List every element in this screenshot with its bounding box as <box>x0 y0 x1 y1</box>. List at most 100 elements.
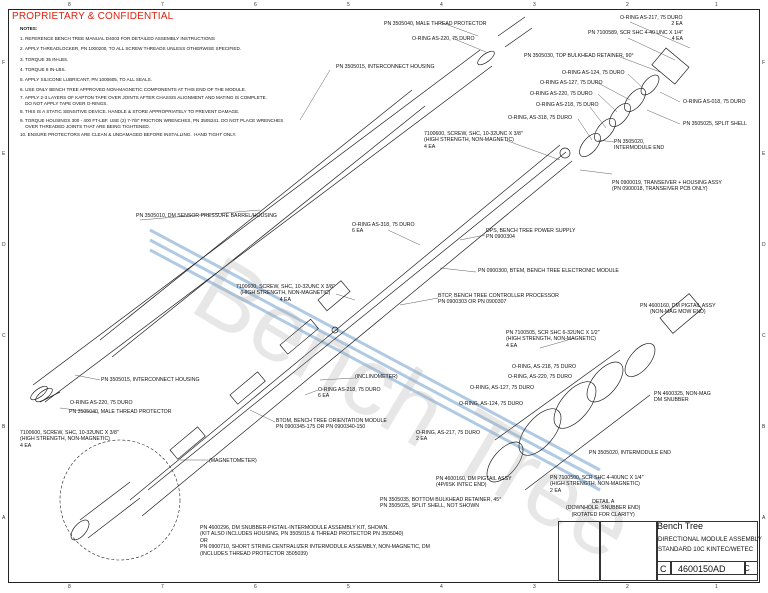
callout-oring-as220-right: O-RING AS-220, 75 DURO <box>530 91 593 97</box>
callout-pressure-barrel: PN 3505010, DM SENSOR PRESSURE BARREL/HO… <box>136 213 277 219</box>
zone-bottom-5: 5 <box>347 584 350 590</box>
callout-scr-shc-632: PN 7100505, SCR SHC 6-32UNC X 1/2"(HIGH … <box>506 330 600 349</box>
zone-right-b: B <box>762 424 766 430</box>
zone-right-f: F <box>762 60 766 66</box>
zone-bottom-2: 2 <box>626 584 629 590</box>
note-4: 4. TORQUE 8 IN-LBS. <box>20 66 66 72</box>
drawing-number: 4600150AD <box>678 564 726 574</box>
leader-lines <box>59 21 691 461</box>
callout-male-thread-protector-top: PN 3505040, MALE THREAD PROTECTOR <box>384 21 487 27</box>
callout-bottom-bulkhead-retainer: PN 3505035, BOTTOM BULKHEAD RETAINER, 45… <box>380 497 502 510</box>
title-block <box>558 521 758 581</box>
callout-oring-as018: O-RING AS-018, 75 DURO <box>683 99 746 105</box>
zone-top-5: 5 <box>347 2 350 8</box>
callout-male-thread-protector-bottom: PN 3505040, MALE THREAD PROTECTOR <box>69 409 172 415</box>
zone-left-b: B <box>2 424 6 430</box>
note-5: 5. APPLY SILICONE LUBRICANT, PN 1000605,… <box>20 77 153 83</box>
tb-cell-left <box>558 521 600 581</box>
electronic-module <box>129 144 573 517</box>
callout-intermodule-end-detail: PN 3505020, INTERMODULE END <box>589 450 671 456</box>
zone-bottom-1: 1 <box>715 584 718 590</box>
callout-oring-as124-detail: O-RING, AS-124, 75 DURO <box>459 401 523 407</box>
note-9: 9. TORQUE HOUSINGS 300 - 400 FT-LBF. USE… <box>20 117 284 129</box>
revision: C <box>744 564 750 573</box>
callout-interconnect-housing-top: PN 3505015, INTERCONNECT HOUSING <box>336 64 435 70</box>
drawing-title-line-2: STANDARD 10C KINTEC/WETEC <box>658 546 754 553</box>
note-2: 2. APPLY THREADLOCKER, PN 1000200, TO AL… <box>20 46 242 52</box>
zone-bottom-7: 7 <box>161 584 164 590</box>
zone-left-e: E <box>2 151 6 157</box>
detail-a-label: DETAIL A(DOWNHOLE, SNUBBER END)(ROTATED … <box>566 499 641 518</box>
callout-oring-as124-top: O-RING AS-124, 75 DURO <box>562 70 625 76</box>
diagonal-stripes <box>149 228 601 492</box>
callout-screw-shc-mid: 7100600, SCREW, SHC, 10-32UNC X 3/8"(HIG… <box>236 284 335 303</box>
proprietary-label: PROPRIETARY & CONFIDENTIAL <box>12 11 174 22</box>
callout-screw-shc-lower: 7100600, SCREW, SHC, 10-32UNC X 3/8"(HIG… <box>20 430 119 449</box>
note-7: 7. APPLY 2-3 LAYERS OF KAPTON TAPE OVER … <box>20 95 267 107</box>
zone-top-6: 6 <box>254 2 257 8</box>
zone-bottom-4: 4 <box>440 584 443 590</box>
callout-split-shell-top: PN 3505025, SPLIT SHELL <box>683 121 747 127</box>
zone-top-3: 3 <box>533 2 536 8</box>
zone-right-e: E <box>762 151 766 157</box>
zone-top-1: 1 <box>715 2 718 8</box>
callout-pigtail-intec: PN 4600160, DM PIGTAIL ASSY(4P/6SK INTEC… <box>436 476 512 489</box>
callout-oring-as127-detail: O-RING, AS-127, 75 DURO <box>470 385 534 391</box>
tb-cell-dwg <box>671 561 745 575</box>
lower-end <box>35 387 61 403</box>
border-frame <box>8 9 760 583</box>
callout-scr-shc-440: PN 7100589, SCR SHC 4-40 UNC X 1/4"4 EA <box>588 30 683 43</box>
callout-transceiver-housing: PN 0900019, TRANSEIVER + HOUSING ASSY(PN… <box>612 180 722 193</box>
note-3: 3. TORQUE 35 IN-LBS. <box>20 56 69 62</box>
callout-inclinometer: (INCLINOMETER) <box>355 374 398 380</box>
zone-right-c: C <box>762 333 766 339</box>
tb-cell-rev <box>745 561 758 575</box>
sheet-size: C <box>660 564 667 574</box>
zone-top-2: 2 <box>626 2 629 8</box>
callout-screw-shc-upper: 7100600, SCREW, SHC, 10-32UNC X 3/8"(HIG… <box>424 131 523 150</box>
zone-top-4: 4 <box>440 2 443 8</box>
callout-oring-as220-detail: O-RING, AS-220, 75 DURO <box>508 374 572 380</box>
detail-a-circle <box>59 439 181 561</box>
tb-cell-approvals <box>600 521 657 581</box>
zone-bottom-3: 3 <box>533 584 536 590</box>
callout-magnetometer: (MAGNETOMETER) <box>209 458 257 464</box>
callout-snubber-kit: PN 4600296, DM SNUBBER-PIGTAIL-INTERMODU… <box>200 525 430 557</box>
zone-bottom-6: 6 <box>254 584 257 590</box>
callout-oring-as220-top: O-RING AS-220, 75 DURO <box>412 36 475 42</box>
note-10: 10. ENSURE PROTECTORS ARE CLEAN & UNDAMA… <box>20 131 237 137</box>
callout-btem: PN 0900300, BTEM, BENCH TREE ELECTRONIC … <box>478 268 619 274</box>
callout-top-bulkhead-retainer: PN 3505030, TOP BULKHEAD RETAINER, 90° <box>524 53 634 59</box>
zone-left-c: C <box>2 333 6 339</box>
callout-interconnect-housing-bottom: PN 3505015, INTERCONNECT HOUSING <box>101 377 200 383</box>
pressure-barrel <box>99 89 426 358</box>
note-1: 1. REFERENCE BENCH TREE MANUAL D4003 FOR… <box>20 36 215 42</box>
company-name: Bench Tree <box>657 521 704 531</box>
callout-oring-as218-top: O-RING AS-218, 75 DURO <box>536 102 599 108</box>
drawing-title-line-1: DIRECTIONAL MODULE ASSEMBLY <box>658 536 762 543</box>
zone-bottom-8: 8 <box>68 584 71 590</box>
callout-scr-shc-440-detail: PN 7100500, SCR SHC 4-40UNC X 1/4"(HIGH … <box>550 475 644 494</box>
zone-left-f: F <box>2 60 6 66</box>
callout-oring-as220-bottom: O-RING AS-220, 75 DURO <box>70 400 133 406</box>
tb-cell-size <box>657 561 671 575</box>
callout-oring-as218-detail: O-RING, AS-218, 75 DURO <box>512 364 576 370</box>
note-8: 8. THIS IS A STATIC SENSITIVE DEVICE. HA… <box>20 109 240 115</box>
snubber-end <box>70 481 141 541</box>
callout-oring-as127-top: O-RING AS-127, 75 DURO <box>540 80 603 86</box>
notes-block: NOTES: 1. REFERENCE BENCH TREE MANUAL D4… <box>20 24 320 140</box>
detail-a-assembly <box>486 293 703 491</box>
zone-top-7: 7 <box>161 2 164 8</box>
top-end-components <box>579 47 690 157</box>
zone-top-8: 8 <box>68 2 71 8</box>
zone-right-d: D <box>762 242 766 248</box>
